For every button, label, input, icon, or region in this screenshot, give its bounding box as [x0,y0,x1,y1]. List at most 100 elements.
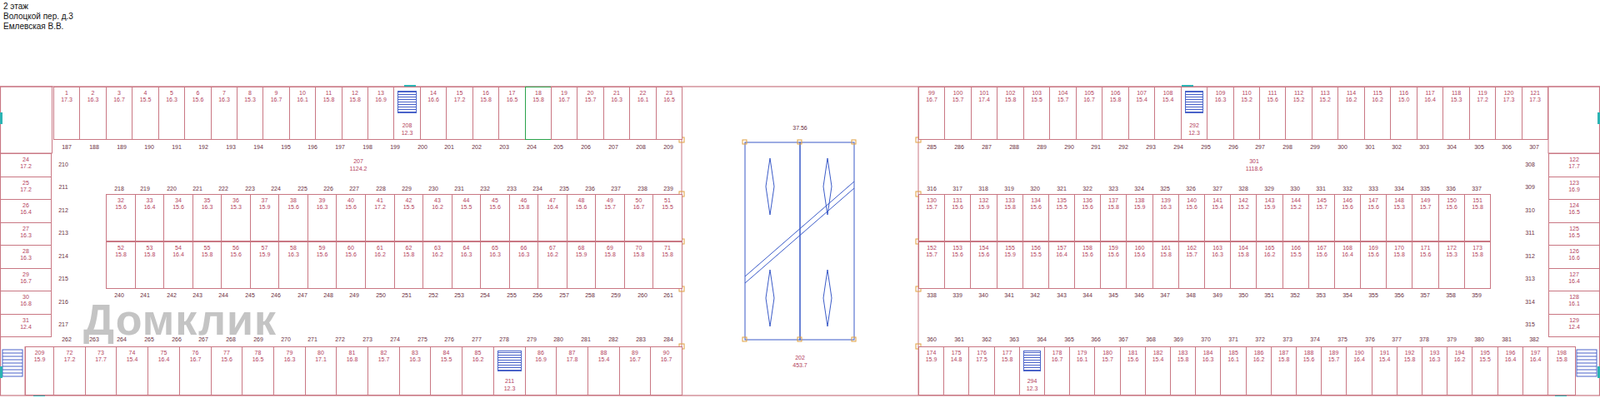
door-number: 223 [245,185,255,193]
door-number: 334 [1394,185,1405,193]
door-number: 205 [553,144,564,151]
room-text: 14515.7 [1309,195,1335,212]
room-area: 16.7 [1083,96,1095,104]
room-area: 15.8 [1555,356,1568,364]
room-box: 7516.4 [147,346,180,396]
room-area: 12.4 [1568,324,1580,331]
room-area: 15.6 [1315,251,1328,259]
room-box: 7816.5 [241,346,275,396]
room-text: 14115.4 [1205,195,1230,212]
room-area: 16.1 [1076,356,1089,364]
room-number: 137 [1108,197,1119,205]
room-box: 4615.8 [509,194,539,242]
door-number: 272 [335,336,345,344]
room-number: 139 [1160,197,1171,205]
room-number: 131 [952,197,963,205]
door-number: 346 [1134,292,1145,300]
room-text: 19815.8 [1548,347,1575,365]
room-text: 16516.2 [1256,242,1283,260]
room-number: 106 [1110,90,1121,97]
door-number: 263 [89,336,100,344]
room-area: 16.7 [660,356,673,364]
header-line: Волоцкой пер. д.3 [3,11,74,22]
room-text: 3112.4 [0,315,51,332]
room-box: 19815.8 [1547,346,1576,396]
door-number: 294 [1173,144,1184,151]
room-box: 4815.6 [566,194,596,242]
room-text: 17617.5 [969,347,995,365]
room-text: 11615.0 [1390,87,1417,105]
door-number: 266 [171,336,182,344]
room-text: 1016.1 [290,87,315,105]
door-number: 254 [480,292,490,300]
door-number: 232 [480,185,490,193]
door-number: 338 [926,292,937,300]
door-number: 252 [428,292,439,300]
room-area: 15.6 [316,251,329,259]
room-area: 17.2 [20,163,32,170]
room-number: 18 [535,90,542,97]
room-text: 8815.4 [588,347,620,365]
room-area: 16.2 [374,251,386,259]
room-number: 185 [1228,350,1239,357]
room-box: 2015.7 [576,86,605,140]
room-area: 15.5 [1290,251,1302,259]
room-box: 1316.9 [367,86,395,140]
room-text: 12716.4 [1549,269,1600,286]
stair-box: 21112.3 [493,346,526,396]
room-text: 11516.2 [1365,87,1390,105]
room-number: 160 [1135,245,1145,252]
door-number: 335 [1420,185,1430,193]
room-box: 19515.5 [1471,346,1499,396]
door-number: 201 [444,144,455,151]
room-number: 211 [505,378,515,385]
room-area: 16.9 [535,356,547,364]
room-box: 6316.2 [422,241,453,290]
room-box: 6516.3 [480,241,510,290]
room-number: 65 [491,245,499,252]
door-number: 352 [1290,292,1300,300]
room-number: 141 [1212,197,1223,205]
door-number: 188 [89,144,100,151]
room-number: 113 [1320,90,1330,97]
room-area: 15.7 [1057,96,1070,104]
room-area: 16.3 [1211,251,1224,259]
room-area: 15.7 [925,204,938,211]
room-text: 2517.2 [0,177,51,195]
room-box: 3316.4 [135,194,165,242]
room-number: 165 [1265,245,1275,252]
room-text: 14415.2 [1283,195,1309,212]
door-number: 330 [1290,185,1300,193]
room-number: 3 [117,90,121,97]
room-box: 19716.4 [1522,346,1549,396]
room-box: 5615.6 [220,241,251,290]
room-number: 179 [1077,350,1088,357]
room-box: 8116.8 [335,346,369,396]
room-area: 16.2 [1371,96,1384,104]
window-marks [0,85,1600,397]
door-number: 382 [1529,336,1540,344]
room-number: 176 [976,350,987,357]
room-area: 15.8 [323,96,335,104]
room-text: 29412.3 [1020,378,1045,393]
room-number: 187 [1279,350,1290,357]
room-number: 124 [1569,202,1580,210]
room-area: 15.6 [192,96,205,104]
door-number: 303 [1419,144,1430,151]
room-number: 192 [1405,350,1415,357]
room-box: 117.3 [53,86,80,140]
room-text: 4716.4 [538,195,567,212]
room-box: 17617.5 [968,346,995,396]
door-number: 307 [1529,144,1540,151]
room-number: 14 [430,90,437,97]
door-number: 296 [1228,144,1239,151]
door-number: 268 [225,336,236,344]
room-number: 74 [129,350,136,357]
room-area: 17.5 [975,356,988,364]
door-number: 381 [1501,336,1512,344]
room-box: 7015.8 [624,241,654,290]
room-box: 19416.2 [1446,346,1473,396]
room-box: 16715.6 [1308,241,1335,290]
room-box: 17715.8 [994,346,1020,396]
room-area: 15.9 [1134,204,1146,211]
